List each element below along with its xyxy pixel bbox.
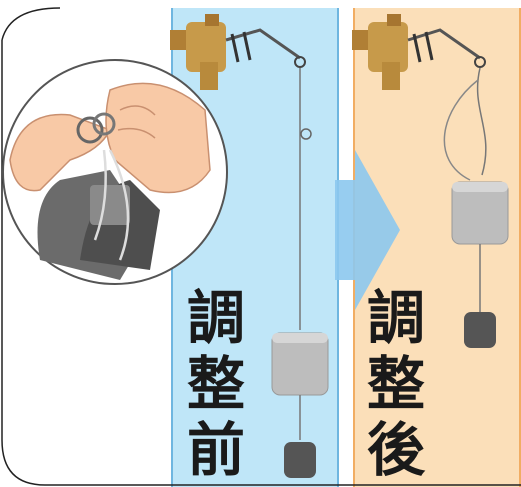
float-assembly-after [443,67,509,348]
inset-hands-adjusting-chain [2,59,228,285]
label-after-adjustment: 調 整 後 [363,285,429,483]
label-before-char-1: 調 [186,284,245,352]
outer-frame [1,40,521,486]
label-before-char-3: 前 [186,416,245,484]
label-after-char-1: 調 [366,284,425,352]
float-assembly-before [271,68,329,478]
label-before-adjustment: 調 整 前 [183,285,249,483]
valve-after [352,14,486,90]
label-before-char-2: 整 [186,350,245,418]
label-after-char-2: 整 [366,350,425,418]
label-after-char-3: 後 [366,416,425,484]
outer-frame-top [1,7,61,41]
right-arrow [335,150,400,310]
valve-before [170,14,306,90]
